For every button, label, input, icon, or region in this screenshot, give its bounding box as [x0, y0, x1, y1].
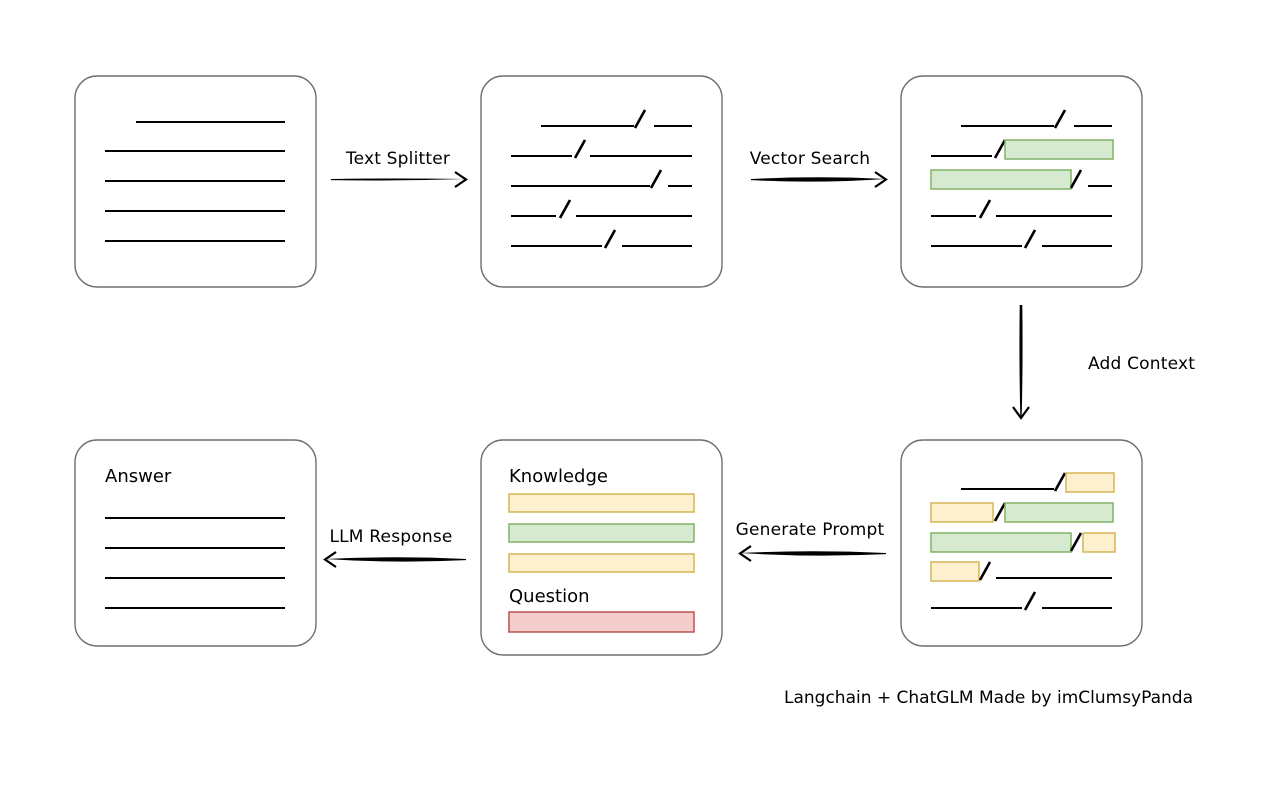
highlight-chunk-yellow: [930, 502, 994, 523]
bar-knowledge-1: [508, 493, 695, 513]
arrow-head-add-context: [1012, 406, 1030, 420]
footer-credit: Langchain + ChatGLM Made by imClumsyPand…: [784, 688, 1193, 708]
card-vector-matched-chunks: [900, 75, 1143, 288]
highlight-chunk-green: [1004, 139, 1114, 160]
arrow-text-splitter: Text Splitter: [331, 149, 468, 188]
arrow-generate-prompt: Generate Prompt: [736, 520, 886, 562]
arrow-shaft-add-context: [1019, 305, 1023, 418]
slash-separator: [978, 561, 992, 581]
arrow-shaft-generate-prompt: [740, 551, 886, 556]
arrow-llm-response: LLM Response: [323, 527, 466, 568]
section-title-knowledge: Knowledge: [509, 466, 608, 487]
card-answer-card: Answer: [74, 439, 317, 647]
slash-separator: [1069, 532, 1083, 552]
arrow-head-vector-search: [874, 171, 888, 188]
slash-separator: [1053, 109, 1067, 129]
slash-separator: [1023, 591, 1037, 611]
slash-separator: [633, 109, 647, 129]
slash-separator: [1069, 169, 1083, 189]
arrow-vector-search: Vector Search: [750, 149, 888, 188]
arrow-shaft-text-splitter: [331, 178, 466, 181]
card-frame-answer-card: [74, 439, 317, 647]
highlight-chunk-yellow: [930, 561, 980, 582]
arrow-shaft-vector-search: [751, 177, 886, 182]
arrow-label-vector-search: Vector Search: [750, 149, 871, 169]
arrow-label-text-splitter: Text Splitter: [345, 149, 450, 169]
slash-separator: [558, 199, 572, 219]
highlight-chunk-green: [930, 169, 1072, 190]
slash-separator: [1053, 472, 1067, 492]
highlight-chunk-green: [930, 532, 1072, 553]
slash-separator: [993, 502, 1007, 522]
arrow-label-add-context: Add Context: [1088, 354, 1195, 374]
card-frame-split-chunks: [480, 75, 723, 288]
slash-separator: [603, 229, 617, 249]
slash-separator: [993, 139, 1007, 159]
card-heading-answer-card: Answer: [105, 466, 172, 487]
arrow-head-llm-response: [323, 551, 337, 568]
card-split-chunks: [480, 75, 723, 288]
arrow-label-generate-prompt: Generate Prompt: [736, 520, 885, 540]
slash-separator: [978, 199, 992, 219]
card-context-chunks: [900, 439, 1143, 647]
highlight-chunk-yellow: [1065, 472, 1115, 493]
slash-separator: [573, 139, 587, 159]
arrow-add-context: Add Context: [1012, 305, 1195, 420]
arrow-head-generate-prompt: [738, 545, 752, 562]
bar-knowledge-3: [508, 553, 695, 573]
bar-question-1: [508, 611, 695, 633]
arrow-head-text-splitter: [454, 171, 468, 188]
card-source-document: [74, 75, 317, 288]
arrow-label-llm-response: LLM Response: [329, 527, 452, 547]
slash-separator: [649, 169, 663, 189]
slash-separator: [1023, 229, 1037, 249]
highlight-chunk-green: [1004, 502, 1114, 523]
arrow-shaft-llm-response: [325, 557, 466, 562]
highlight-chunk-yellow: [1082, 532, 1116, 553]
bar-knowledge-2: [508, 523, 695, 543]
section-title-question: Question: [509, 586, 590, 607]
